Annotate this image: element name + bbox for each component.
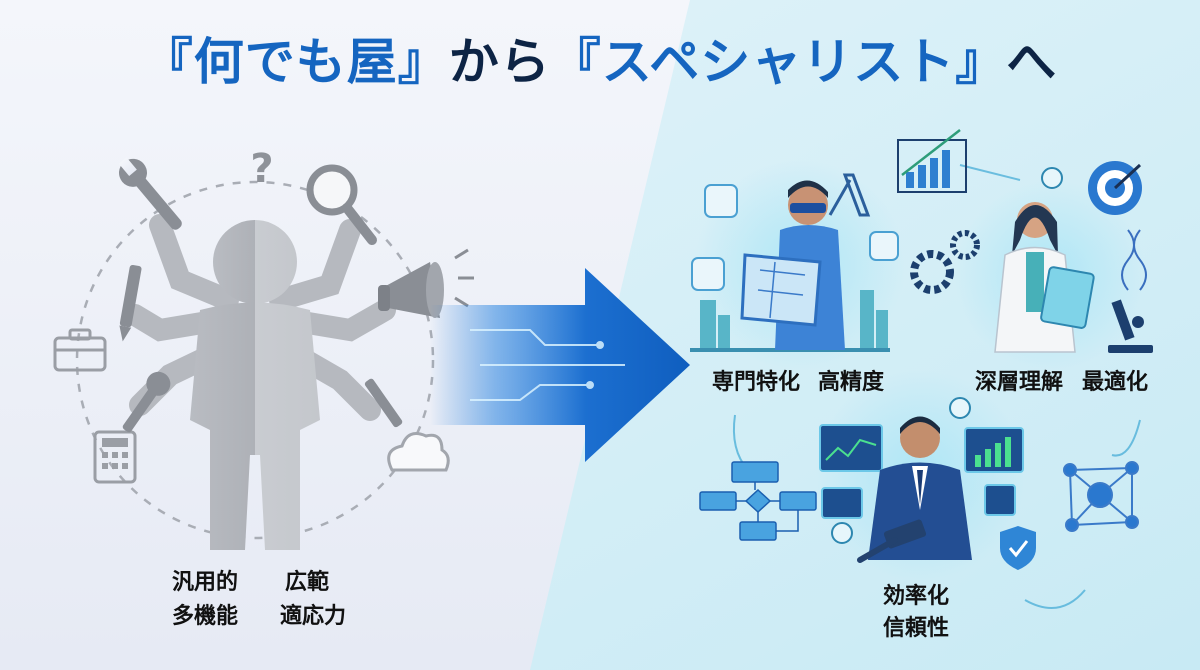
finance-illustration [815, 167, 1063, 580]
gavel-icon [857, 519, 927, 563]
label-multifunction: 多機能 [172, 604, 239, 629]
microscope-icon [1108, 299, 1153, 353]
question-mark: ? [250, 146, 273, 192]
pen-icon [119, 264, 142, 342]
label-versatile: 汎用的 [172, 570, 239, 595]
title-specialist: 『スペシャリスト』 [550, 33, 1007, 91]
tool-icon-right [364, 378, 403, 428]
wrench-icon [118, 157, 182, 230]
label-high-precision: 高精度 [818, 370, 885, 395]
screwdriver-icon [122, 371, 171, 433]
page-title: 『何でも屋』から『スペシャリスト』へ [0, 22, 1200, 94]
generalist-figure [75, 180, 435, 550]
megaphone-icon [378, 248, 474, 318]
label-broad: 広範 [285, 570, 330, 595]
target-icon [1088, 161, 1142, 215]
label-specialization: 専門特化 [712, 370, 801, 395]
label-deep-understanding: 深層理解 [975, 370, 1064, 395]
title-generalist: 『何でも屋』 [142, 33, 449, 91]
calculator-icon [93, 430, 137, 484]
flowchart-icon [699, 461, 817, 541]
researcher-illustration [897, 129, 1153, 370]
growth-chart-icon [897, 129, 967, 193]
cloud-icon [387, 432, 450, 472]
toolbox-icon [53, 328, 107, 372]
title-to: へ [1006, 33, 1058, 91]
label-adaptability: 適応力 [280, 604, 347, 629]
label-optimization: 最適化 [1082, 370, 1149, 395]
label-reliability: 信頼性 [883, 616, 950, 641]
gear-icon [910, 230, 980, 294]
network-icon [1063, 461, 1139, 532]
label-efficiency: 効率化 [883, 584, 950, 609]
magnifier-icon [306, 164, 377, 245]
engineer-illustration [690, 160, 905, 370]
title-from: から [448, 33, 551, 91]
transition-arrow [430, 268, 690, 462]
